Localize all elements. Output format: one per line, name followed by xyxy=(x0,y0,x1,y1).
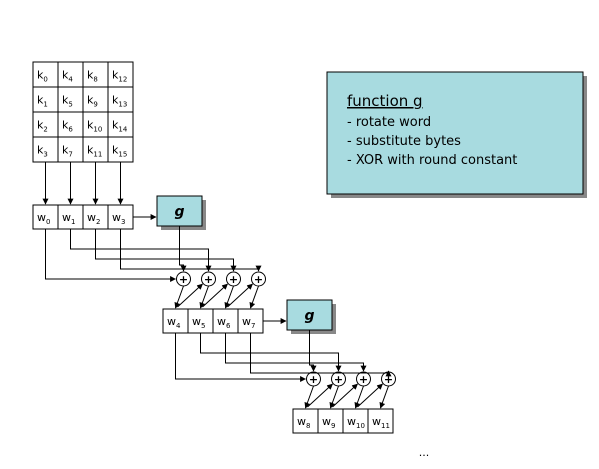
key-cell-k6-label: k6 xyxy=(62,119,73,134)
key-cell-k7-label: k7 xyxy=(62,144,73,159)
key-cell-k6 xyxy=(57,111,84,138)
key-cell-k1-label: k1 xyxy=(37,94,48,109)
xor-out-1-2 xyxy=(224,285,234,309)
xor-node-1-1-symbol: + xyxy=(204,273,213,286)
chain-2-0 xyxy=(307,383,333,408)
key-cell-k2 xyxy=(32,111,59,138)
g-box-1 xyxy=(156,195,203,227)
word-cell-w8-label: w8 xyxy=(297,415,310,430)
chain-1-1 xyxy=(202,283,228,308)
key-cell-k9-label: k9 xyxy=(87,94,98,109)
key-cell-k3-label: k3 xyxy=(37,144,48,159)
key-cell-k15-label: k15 xyxy=(112,144,127,159)
key-cell-k2-label: k2 xyxy=(37,119,48,134)
xor-node-2-2-symbol: + xyxy=(359,373,368,386)
xor-node-2-0-symbol: + xyxy=(309,373,318,386)
function-box-item-1: - substitute bytes xyxy=(347,134,461,149)
word-cell-w3-label: w3 xyxy=(112,211,125,226)
word-cell-w5-label: w5 xyxy=(192,315,205,330)
word-cell-w11-label: w11 xyxy=(372,415,390,430)
function-box xyxy=(326,71,584,195)
word-cell-w11 xyxy=(367,408,394,434)
feed-1-2 xyxy=(95,229,237,272)
key-cell-k8-label: k8 xyxy=(87,69,98,84)
xor-node-1-2-symbol: + xyxy=(229,273,238,286)
key-cell-k5 xyxy=(57,86,84,113)
word-cell-w7-label: w7 xyxy=(242,315,255,330)
continuation-ellipsis: ... xyxy=(419,446,430,459)
key-cell-k11 xyxy=(82,136,109,163)
key-cell-k11-label: k11 xyxy=(87,144,102,159)
xor-out-1-3 xyxy=(249,285,259,309)
word-cell-w5 xyxy=(187,308,214,334)
function-box-title: function g xyxy=(347,92,423,110)
g-output-1 xyxy=(179,226,187,272)
key-cell-k10-label: k10 xyxy=(87,119,102,134)
key-cell-k7 xyxy=(57,136,84,163)
key-cell-k12-label: k12 xyxy=(112,69,127,84)
word-cell-w10-label: w10 xyxy=(347,415,365,430)
key-cell-k14 xyxy=(107,111,134,138)
key-cell-k13-label: k13 xyxy=(112,94,127,109)
word-cell-w9 xyxy=(317,408,344,434)
xor-node-1-0-symbol: + xyxy=(179,273,188,286)
key-cell-k13 xyxy=(107,86,134,113)
word-cell-w2-label: w2 xyxy=(87,211,100,226)
word-cell-w0-label: w0 xyxy=(37,211,50,226)
feed-2-2 xyxy=(225,333,367,372)
function-box-item-2: - XOR with round constant xyxy=(347,153,517,168)
key-cell-k0-label: k0 xyxy=(37,69,48,84)
key-cell-k14-label: k14 xyxy=(112,119,128,134)
key-cell-k4-label: k4 xyxy=(62,69,73,84)
word-cell-w10 xyxy=(342,408,369,434)
chain-2-2 xyxy=(357,383,383,408)
word-cell-w1-label: w1 xyxy=(62,211,75,226)
g-output-2 xyxy=(309,330,317,372)
feed-1-0 xyxy=(45,229,177,282)
word-cell-w3 xyxy=(107,204,134,230)
chain-1-2 xyxy=(227,283,253,308)
xor-node-2-1-symbol: + xyxy=(334,373,343,386)
feed-2-1 xyxy=(200,333,342,372)
feed-2-3 xyxy=(250,333,392,377)
word-cell-w4-label: w4 xyxy=(167,315,181,330)
xor-out-2-2 xyxy=(354,385,364,409)
g-box-2-label: g xyxy=(304,308,314,324)
g-box-1-label: g xyxy=(174,204,184,220)
feed-2-0 xyxy=(175,333,307,382)
xor-out-2-3 xyxy=(379,385,389,409)
word-cell-w9-label: w9 xyxy=(322,415,335,430)
xor-node-1-3-symbol: + xyxy=(254,273,263,286)
xor-out-1-0 xyxy=(174,285,184,309)
function-box-item-0: - rotate word xyxy=(347,115,431,130)
key-cell-k12 xyxy=(107,61,134,88)
word-cell-w6-label: w6 xyxy=(217,315,231,330)
g-box-2 xyxy=(286,299,333,331)
chain-2-1 xyxy=(332,383,358,408)
feed-1-3 xyxy=(120,229,262,272)
xor-out-1-1 xyxy=(199,285,209,309)
word-cell-w1 xyxy=(57,204,84,230)
chain-1-0 xyxy=(177,283,203,308)
xor-out-2-1 xyxy=(329,385,339,409)
word-cell-w8 xyxy=(292,408,319,434)
xor-out-2-0 xyxy=(304,385,314,409)
feed-1-1 xyxy=(70,229,212,272)
xor-node-2-3-symbol: + xyxy=(384,373,393,386)
key-cell-k5-label: k5 xyxy=(62,94,73,109)
